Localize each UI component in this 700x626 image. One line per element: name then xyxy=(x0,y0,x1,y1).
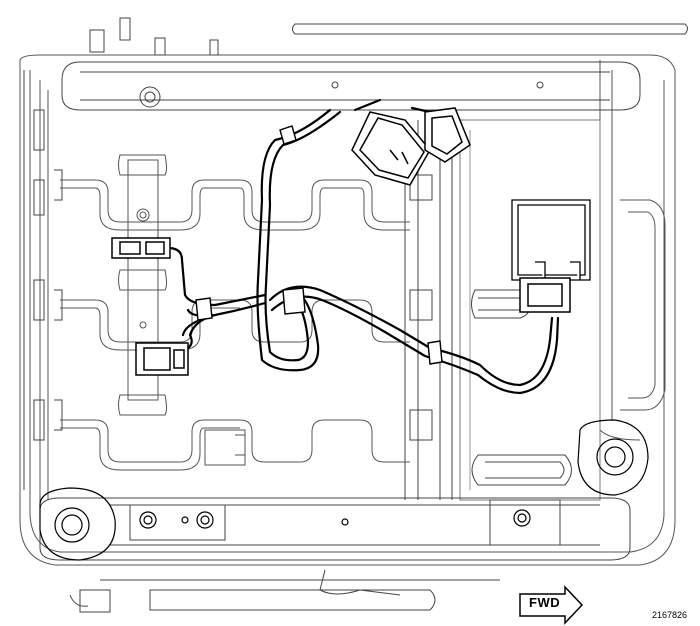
harness-clips xyxy=(195,125,443,365)
pivot-brackets xyxy=(39,419,649,561)
seat-module xyxy=(511,199,591,281)
lower-tube-detail xyxy=(69,569,401,607)
left-connector xyxy=(111,237,171,259)
mounting-bolts xyxy=(139,509,531,529)
seat-frame xyxy=(19,54,676,566)
forward-arrow-icon xyxy=(519,585,584,625)
wiring-harness xyxy=(166,98,560,395)
lower-left-connector xyxy=(135,342,189,376)
rear-cross-tube xyxy=(39,497,631,613)
figure-number: 2167826 xyxy=(652,610,688,620)
front-cross-tube xyxy=(61,17,688,111)
left-seat-track xyxy=(23,70,63,490)
forward-direction-label: FWD xyxy=(529,595,561,610)
upper-connector-pair xyxy=(351,107,471,186)
suspension-springs xyxy=(60,179,410,471)
right-seat-track xyxy=(404,119,601,501)
adjuster-slots xyxy=(471,289,572,486)
module-connector xyxy=(519,277,571,313)
center-mounting-strap xyxy=(118,154,246,466)
